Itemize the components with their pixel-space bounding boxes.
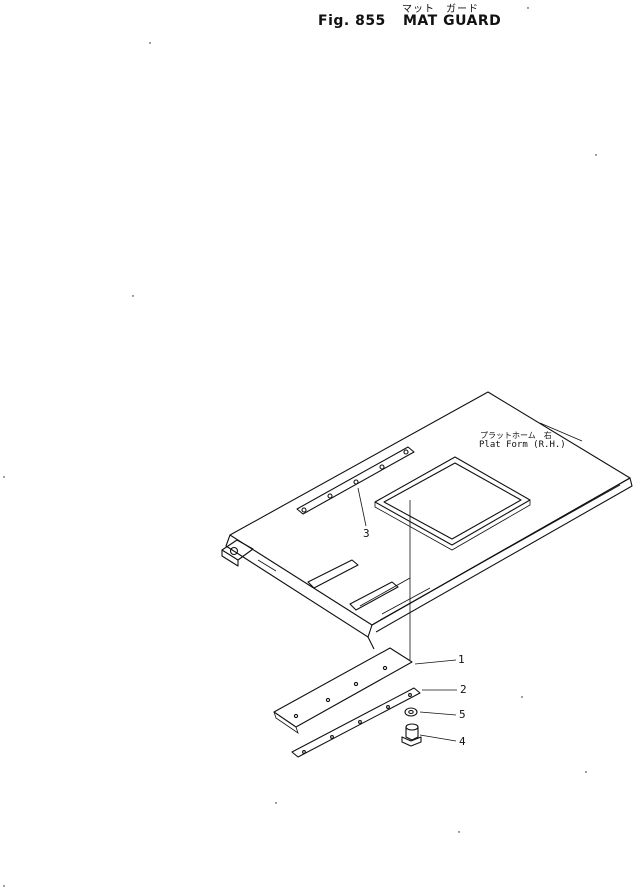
callout-3: 3 (363, 527, 370, 540)
callout-5-leader (419, 711, 457, 716)
part-3-strip (296, 446, 415, 515)
part-2-strip (291, 687, 421, 758)
platform-label-jp: プラットホーム 右 (480, 431, 552, 440)
part-5-washer (404, 707, 418, 717)
hinge-bracket (221, 539, 254, 567)
platform-front-lip (367, 636, 375, 650)
platform-label-en: Plat Form (R.H.) (479, 440, 566, 450)
platform-front-edge (225, 534, 373, 638)
title-japanese: マット ガード (402, 4, 479, 15)
callout-4-leader (419, 734, 457, 742)
part-4-bolt (401, 723, 422, 747)
floor-opening (374, 456, 531, 551)
callout-5: 5 (459, 708, 466, 721)
page-title: MAT GUARD (403, 13, 502, 29)
part-1-mat-guard (273, 647, 413, 734)
figure-number: Fig. 855 (318, 13, 386, 29)
callout-1: 1 (458, 653, 465, 666)
platform-top-outline (229, 391, 631, 626)
callout-2: 2 (460, 683, 467, 696)
platform-label-leader (539, 422, 583, 442)
platform-side-edge (371, 477, 633, 633)
platform-slot-2 (349, 581, 399, 611)
callout-4: 4 (459, 735, 466, 748)
callout-1-leader (414, 659, 457, 665)
platform-slot-1 (307, 559, 359, 589)
callout-3-leader (357, 487, 367, 527)
